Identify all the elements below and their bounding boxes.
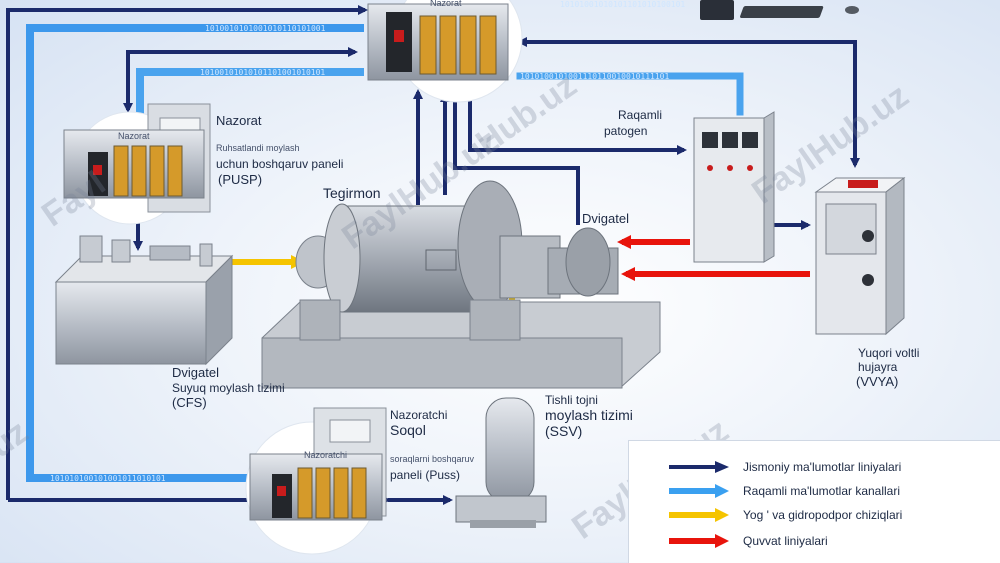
main-controller-plate: Nazorat	[430, 0, 462, 8]
legend: Jismoniy ma'lumotlar liniyalari Raqamli …	[628, 440, 1000, 563]
legend-label: Quvvat liniyalari	[743, 534, 828, 548]
legend-arrow-yellow	[669, 508, 729, 522]
legend-item-physical: Jismoniy ma'lumotlar liniyalari	[667, 457, 901, 477]
label-ssv-code: (SSV)	[545, 423, 583, 439]
high-voltage-cell	[814, 176, 906, 336]
label-pusp-code: (PUSP)	[218, 172, 263, 187]
pusp-plate: Nazorat	[118, 131, 150, 141]
label-vvya-code: (VVYA)	[856, 374, 899, 389]
control-cabinet	[693, 111, 775, 263]
cfs-lubrication-unit	[54, 235, 234, 366]
label-soqol: Soqol	[390, 422, 426, 438]
puss-plate: Nazoratchi	[304, 450, 348, 460]
label-pusp-small: Ruhsatlandi moylash	[216, 143, 300, 153]
label-ssv-2: moylash tizimi	[545, 407, 633, 423]
label-vvya-2: hujayra	[858, 360, 898, 374]
bits-top: 10101001010101101010100101	[560, 0, 686, 9]
legend-item-oil: Yog ' va gidropodpor chiziqlari	[667, 505, 902, 525]
digital-channel-lines	[26, 3, 744, 482]
label-patogen: patogen	[604, 124, 648, 138]
ball-mill	[261, 180, 661, 389]
label-raqamli: Raqamli	[618, 108, 663, 122]
legend-arrow-blue	[669, 484, 729, 498]
legend-arrow-red	[669, 534, 729, 548]
legend-item-power: Quvvat liniyalari	[667, 531, 828, 551]
label-ssv-1: Tishli tojni	[545, 393, 598, 407]
legend-label: Raqamli ma'lumotlar kanallari	[743, 484, 901, 498]
label-dvigatel-top: Dvigatel	[582, 211, 629, 226]
label-puss-line: paneli (Puss)	[390, 468, 461, 482]
main-controller	[367, 0, 523, 103]
bits-mid-left: 10100101010101101001010101	[200, 68, 326, 77]
physical-data-lines	[6, 5, 860, 505]
legend-label: Jismoniy ma'lumotlar liniyalari	[743, 460, 902, 474]
label-pusp-line: uchun boshqaruv paneli	[216, 157, 344, 171]
legend-item-digital: Raqamli ma'lumotlar kanallari	[667, 481, 900, 501]
label-vvya-1: Yuqori voltli	[858, 346, 920, 360]
label-dvigatel-left: Dvigatel	[172, 365, 219, 380]
label-cfs-line: Suyuq moylash tizimi	[172, 381, 285, 395]
bits-upper-left: 1010010101001010110101001	[205, 24, 326, 33]
ssv-pump	[455, 397, 547, 528]
bits-bottom-left: 101010100101001011010101	[50, 474, 166, 483]
legend-arrow-navy	[669, 461, 729, 473]
label-tegirmon: Tegirmon	[323, 185, 381, 201]
label-puss-small: soraqlarni boshqaruv	[390, 454, 475, 464]
label-cfs-code: (CFS)	[172, 395, 207, 410]
power-lines	[617, 235, 810, 281]
bits-mid-right: 1010100101001110110010010111101	[520, 72, 670, 81]
puss-controller	[245, 407, 387, 555]
pusp-controller	[63, 103, 211, 225]
label-nazoratchi: Nazoratchi	[390, 408, 448, 422]
label-nazorat: Nazorat	[216, 113, 262, 128]
computer-workstation	[700, 0, 859, 20]
legend-label: Yog ' va gidropodpor chiziqlari	[743, 508, 903, 522]
